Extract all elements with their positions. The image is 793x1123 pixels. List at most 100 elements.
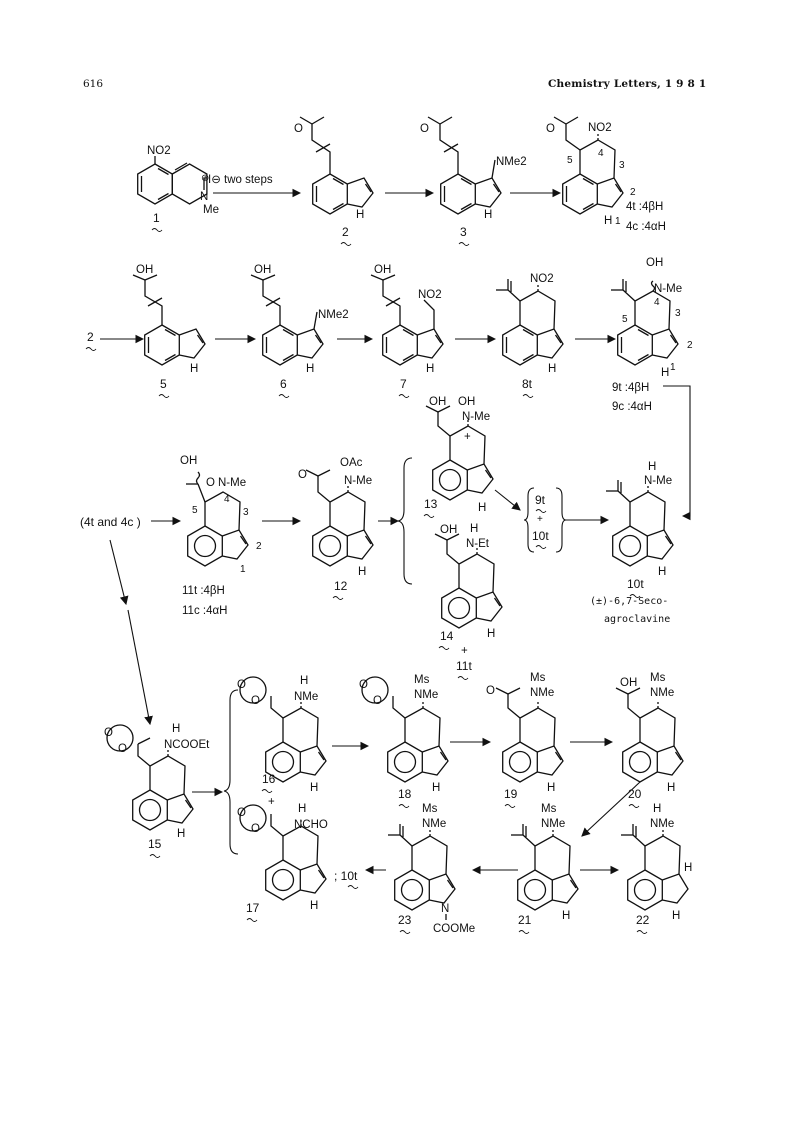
nitro-label: NO2 xyxy=(147,145,171,157)
journal-running-header: Chemistry Letters, 1 9 8 1 xyxy=(548,78,707,90)
indole-nh: H xyxy=(190,363,198,375)
n-methyl-label: NMe xyxy=(650,818,674,830)
position-label: 1 xyxy=(615,216,621,227)
position-label: 1 xyxy=(240,564,246,575)
mesyl-label: Ms xyxy=(422,803,438,815)
hydroxy-label: OH xyxy=(136,264,153,276)
compound-number: 20 xyxy=(628,787,642,801)
indole-nh: H xyxy=(484,209,492,221)
compound-number: 16 xyxy=(262,772,276,786)
oxo-label: O xyxy=(486,685,495,697)
position-label: 2 xyxy=(630,187,636,198)
compound-15: O O H NCOOEt H 15 xyxy=(104,723,210,858)
dioxolane-o: O xyxy=(118,743,127,755)
start-compound-ref: 2 xyxy=(87,330,94,344)
indole-nh: H xyxy=(661,367,669,379)
isomer-note: 11c :4αH xyxy=(182,605,227,617)
indoline-nh: H xyxy=(672,910,680,922)
compound-number: 7 xyxy=(400,377,407,391)
plus-sign: + xyxy=(464,431,471,443)
isomer-note: 4c :4αH xyxy=(626,221,666,233)
start-compounds-ref: (4t and 4c ) xyxy=(80,515,141,529)
compound-number: 1 xyxy=(153,211,160,225)
oxo-label: O xyxy=(298,469,307,481)
compound-1: NO2 N ⊕ Me 1 xyxy=(137,145,219,232)
isomer-note: 9t :4βH xyxy=(612,382,649,394)
compound-12: O OAc N-Me H 12 xyxy=(298,457,374,600)
indole-nh: H xyxy=(310,782,318,794)
oxo-label: O xyxy=(546,123,555,135)
compound-16: O O H NMe H 16 + xyxy=(237,675,327,808)
n-methyl-label: NMe xyxy=(530,687,554,699)
compound-6: OH NMe2 H 6 xyxy=(250,264,349,398)
position-label: 3 xyxy=(619,160,625,171)
position-label: 5 xyxy=(567,155,573,166)
compound-4: O NO2 5 4 3 2 1 H 4t :4βH 4c :4αH xyxy=(546,116,666,233)
compound-3: O NMe2 H 3 xyxy=(420,116,527,246)
compound-19: O Ms NMe H 19 xyxy=(486,672,564,808)
n-methyl-label: N-Me xyxy=(654,283,682,295)
amine-h: H xyxy=(653,803,661,815)
compound-name: (±)-6,7-Seco- xyxy=(590,596,668,607)
mesyl-label: Ms xyxy=(414,674,430,686)
left-brace xyxy=(223,689,239,855)
hydroxy-label: OH xyxy=(646,257,663,269)
compound-7: OH NO2 H 7 xyxy=(370,264,444,398)
hydroxy-label: OH xyxy=(620,677,637,689)
n-methyl-label: NMe xyxy=(650,687,674,699)
indole-nh: H xyxy=(604,215,612,227)
mesyl-label: Ms xyxy=(541,803,557,815)
mesyl-label: Ms xyxy=(530,672,546,684)
page-number: 616 xyxy=(83,78,104,90)
n-methyl-label: N-Me xyxy=(218,477,246,489)
indole-nh: H xyxy=(547,782,555,794)
compound-8t: NO2 H 8t xyxy=(496,273,564,398)
compound-22: H NMe H H 22 xyxy=(621,803,692,934)
dioxolane-o: O xyxy=(237,679,246,691)
dioxolane-o: O xyxy=(251,695,260,707)
hydroxy-label: OH xyxy=(458,396,475,408)
compound-11: OH O N-Me 5 4 3 2 1 11t :4βH 11c :4αH xyxy=(180,455,262,617)
mixture-component: 9t xyxy=(535,493,546,507)
nitro-label: NO2 xyxy=(588,122,612,134)
position-label: 2 xyxy=(256,541,262,552)
formamide-label: NCHO xyxy=(294,819,328,831)
product-ref: ; 10t xyxy=(334,869,358,883)
oxo-label: O xyxy=(420,123,429,135)
dioxolane-o: O xyxy=(359,679,368,691)
reaction-arrow xyxy=(109,539,129,606)
position-label: 2 xyxy=(687,340,693,351)
indole-nh: H xyxy=(358,566,366,578)
indole-nh: H xyxy=(356,209,364,221)
amine-h: H xyxy=(300,675,308,687)
isomer-note: 4t :4βH xyxy=(626,201,663,213)
acetoxy-label: OAc xyxy=(340,457,363,469)
reaction-arrow xyxy=(581,781,641,837)
ring-junction-h: H xyxy=(684,862,692,874)
dioxolane-o: O xyxy=(251,823,260,835)
hydroxy-label: OH xyxy=(440,524,457,536)
hydroxy-label: OH xyxy=(429,396,446,408)
compound-number: 8t xyxy=(522,377,533,391)
amide-h: H xyxy=(172,723,180,735)
indole-nh: H xyxy=(548,363,556,375)
isomer-note: 9c :4αH xyxy=(612,401,652,413)
position-label: 3 xyxy=(243,507,249,518)
ring-n-label: N xyxy=(200,191,208,203)
compound-13: OH OH N-Me H 13 + xyxy=(423,396,494,518)
n-methyl-label: NMe xyxy=(422,818,446,830)
compound-name: agroclavine xyxy=(604,614,670,625)
amine-h: H xyxy=(470,523,478,535)
n-methyl-label: NMe xyxy=(414,689,438,701)
reaction-arrow xyxy=(494,489,521,511)
compound-17: O O H NCHO H 17 xyxy=(237,803,328,922)
indole-nh: H xyxy=(306,363,314,375)
compound-number: 12 xyxy=(334,579,348,593)
dioxolane-o: O xyxy=(237,807,246,819)
amide-h: H xyxy=(298,803,306,815)
amine-h: H xyxy=(648,461,656,473)
indole-nh: H xyxy=(667,782,675,794)
n-methyl-label: N-Me xyxy=(644,475,672,487)
plus-sign: + xyxy=(461,645,468,657)
